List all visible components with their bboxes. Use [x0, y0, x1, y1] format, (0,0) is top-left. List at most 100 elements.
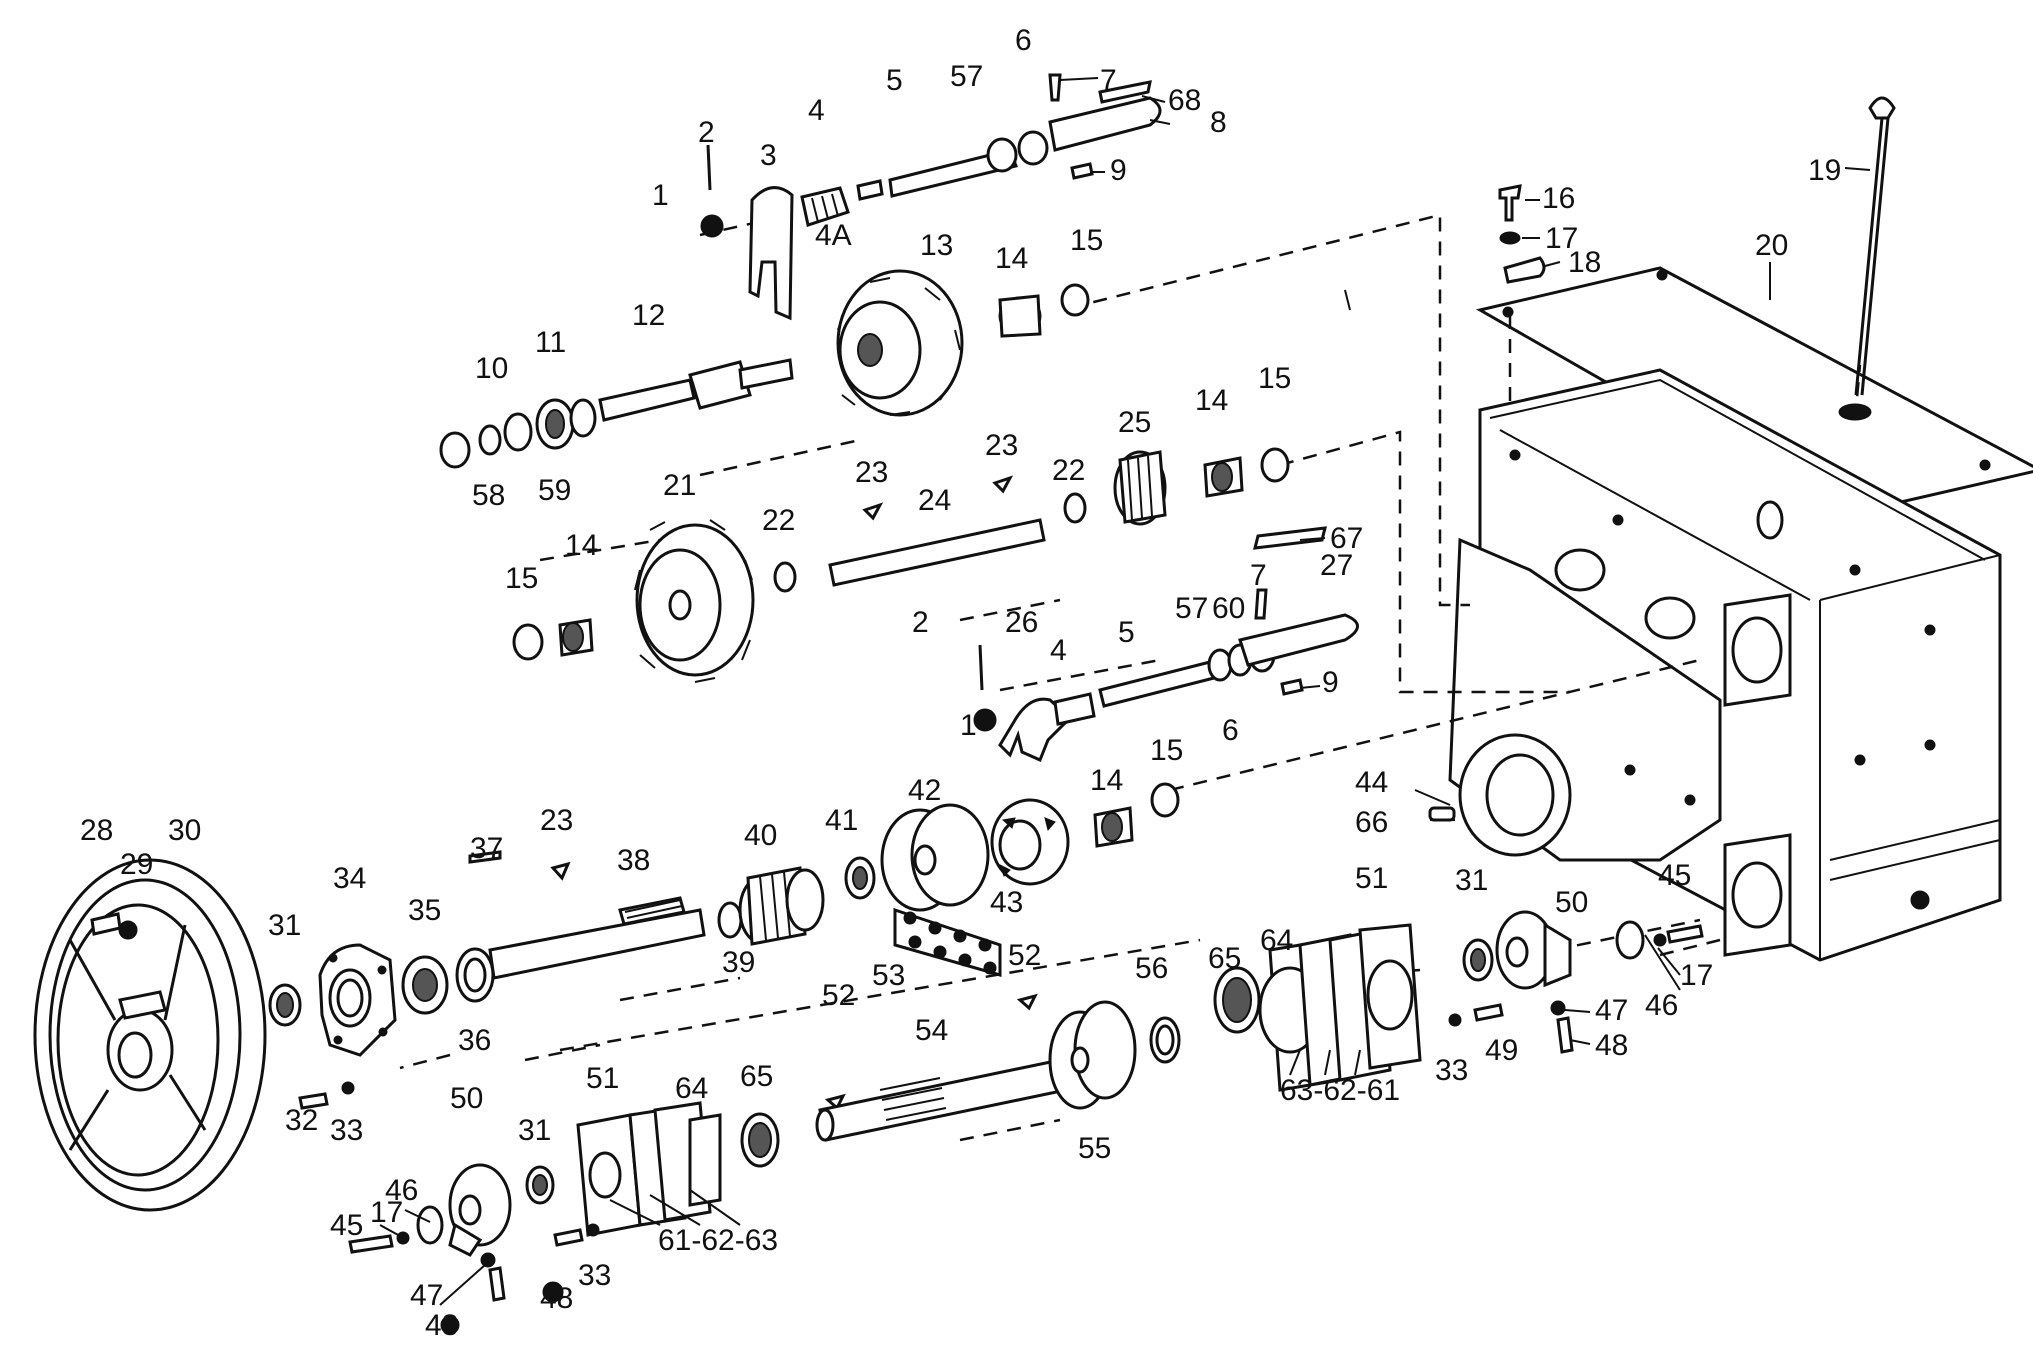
callout-label: 6: [1222, 714, 1239, 747]
screw-7: [1048, 73, 1062, 102]
ball-1: [700, 214, 724, 238]
callout-label: 8: [1210, 106, 1227, 139]
lockwasher-47a: [1550, 1000, 1566, 1016]
lockwasher-17c: [396, 1231, 410, 1245]
callout-label: 31: [518, 1114, 551, 1147]
callout-label: 30: [168, 814, 201, 847]
middle-shaft-assembly: [512, 447, 1327, 683]
callout-label: 59: [538, 474, 571, 507]
callout-label: 26: [1005, 606, 1038, 639]
set-screw-29: [118, 920, 138, 940]
callout-label: 14: [1195, 384, 1228, 417]
callout-label: 57: [1175, 592, 1208, 625]
lockwasher-33c: [586, 1223, 600, 1237]
callout-label: 63-62-61: [1280, 1074, 1400, 1107]
key-52a: [824, 1093, 846, 1111]
bearing-64b: [688, 1113, 722, 1207]
callout-label: 44: [1355, 766, 1388, 799]
callout-label: 64: [675, 1072, 708, 1105]
callout-label: 33: [1435, 1054, 1468, 1087]
cover-hardware: [1498, 184, 1546, 284]
callout-label: 64: [1260, 924, 1293, 957]
callout-label: 17: [1545, 222, 1578, 255]
spring-2: [706, 144, 712, 191]
gearbox-housing: [1428, 96, 2033, 962]
lockwasher-33a: [1448, 1013, 1462, 1027]
bolt-32: [298, 1092, 329, 1110]
callout-label: 43: [990, 886, 1023, 919]
callout-label: 22: [762, 504, 795, 537]
callout-label: 12: [632, 299, 665, 332]
callout-label: 38: [617, 844, 650, 877]
callout-label: 46: [1645, 989, 1678, 1022]
callout-label: 47: [1595, 994, 1628, 1027]
plug-15-lower: [1150, 782, 1180, 818]
bolt-49: [1473, 1003, 1504, 1022]
callout-label: 1: [652, 179, 669, 212]
washer-57: [986, 137, 1018, 173]
shaft-12: [598, 378, 696, 422]
callout-label: 65: [740, 1060, 773, 1093]
lockwasher-33b: [341, 1081, 355, 1095]
collar-50b: [448, 1163, 512, 1257]
callout-label: 27: [1320, 549, 1353, 582]
snap-ring-58: [478, 424, 502, 456]
callout-label: 48: [425, 1309, 458, 1342]
callout-label: 13: [920, 229, 953, 262]
lockwasher-47b: [480, 1252, 496, 1268]
callout-label: 3: [760, 139, 777, 172]
callout-label: 18: [1568, 246, 1601, 279]
gear-13: [836, 269, 964, 417]
callout-label: 7: [1100, 64, 1117, 97]
snap-ring-22b: [1063, 492, 1087, 524]
shift-fork-assembly-lower: [973, 588, 1359, 763]
callout-label: 15: [1150, 734, 1183, 767]
shift-lever-8: [1048, 96, 1162, 152]
callout-label: 31: [1455, 864, 1488, 897]
bolt-45a: [1666, 924, 1704, 944]
callout-label: 51: [1355, 862, 1388, 895]
callout-label: 24: [918, 484, 951, 517]
callout-label: 48: [540, 1282, 573, 1315]
callout-label: 5: [886, 64, 903, 97]
callout-label: 50: [1555, 886, 1588, 919]
top-shaft-assembly: [439, 269, 1090, 469]
pin-37: [468, 850, 502, 864]
callout-label: 37: [470, 832, 503, 865]
gear-21: [634, 519, 755, 683]
callout-label: 28: [80, 814, 113, 847]
washer-6: [1017, 130, 1049, 166]
callout-label: 4: [1050, 634, 1067, 667]
callout-label: 31: [268, 909, 301, 942]
callout-label: 2: [912, 606, 929, 639]
callout-label: 55: [1078, 1132, 1111, 1165]
callout-label: 57: [950, 60, 983, 93]
callout-label: 22: [1052, 454, 1085, 487]
callout-label: 23: [985, 429, 1018, 462]
shift-lever-27: [1238, 613, 1359, 667]
callout-label: 41: [825, 804, 858, 837]
callout-labels: 1 2 3 4 4A 5 57 6 7 68 8 9 16 17 18 19 2…: [80, 24, 1841, 1342]
washer-57b: [1207, 648, 1233, 682]
detent-4b: [1053, 692, 1096, 726]
callout-label: 40: [744, 819, 777, 852]
callout-label: 6: [1015, 24, 1032, 57]
shift-fork-26: [998, 697, 1073, 763]
callout-label: 9: [1322, 666, 1339, 699]
key-52b: [1016, 993, 1038, 1011]
spring-2b: [978, 644, 984, 691]
callout-label: 19: [1808, 154, 1841, 187]
callout-label: 68: [1168, 84, 1201, 117]
flange-stack-right: [1258, 923, 1422, 1092]
callout-label: 4A: [815, 219, 852, 252]
chain-53: [893, 907, 1002, 977]
clutch-43: [990, 798, 1070, 886]
shift-fork-3: [748, 186, 794, 321]
ring-59: [503, 412, 533, 452]
callout-label: 15: [1070, 224, 1103, 257]
callout-label: 33: [330, 1114, 363, 1147]
callout-label: 66: [1355, 806, 1388, 839]
shaft-24: [828, 518, 1046, 587]
callout-label: 14: [995, 242, 1028, 275]
